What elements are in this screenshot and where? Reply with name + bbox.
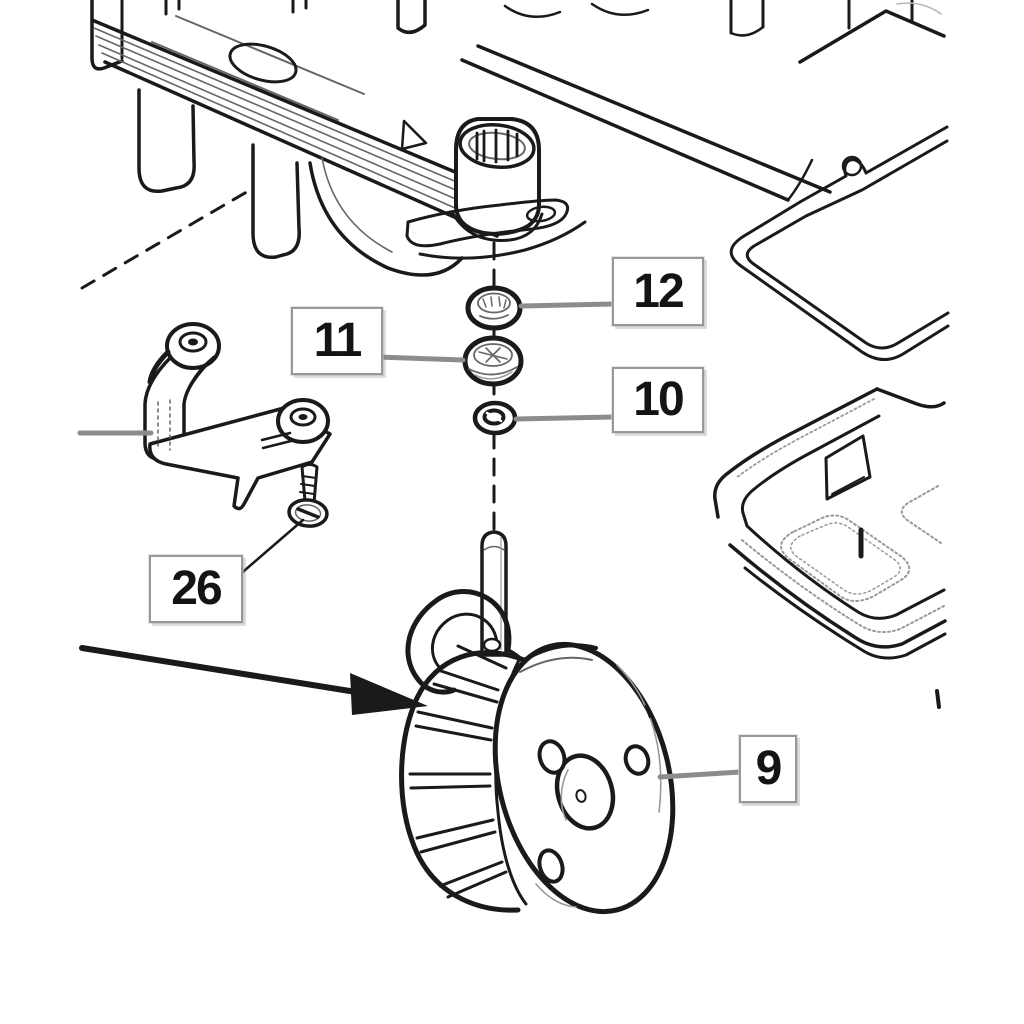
wheel-hole-right (623, 744, 651, 776)
spline-boss (450, 117, 544, 242)
gasket-tab-hole (841, 155, 863, 177)
cover-tab (824, 434, 872, 501)
leader-9 (657, 769, 743, 780)
washer-12 (465, 285, 523, 331)
chassis-oval-hole (228, 42, 298, 84)
leader-11 (374, 354, 466, 363)
arrow-head (350, 673, 428, 715)
wheel-hole-bottom (537, 848, 565, 884)
chassis-leg-right (251, 143, 301, 260)
callout-text: 26 (171, 562, 222, 615)
callout-label-10: 10 (612, 367, 704, 433)
diagonal-centerline (80, 188, 252, 290)
callout-text: 9 (755, 742, 783, 795)
insertion-arrow (79, 645, 428, 715)
wheel-hole-top (537, 739, 567, 775)
callout-text: 12 (633, 264, 684, 318)
mounting-bracket (143, 322, 332, 511)
caster-fork (405, 589, 526, 695)
assembly-centerlines (80, 188, 496, 532)
washer-11 (462, 335, 524, 387)
caster-wheel (399, 641, 676, 915)
callout-label-26: 26 (149, 555, 243, 623)
bracket-boss-right (276, 398, 330, 444)
chassis-fragment (90, 0, 946, 277)
caster-assembly (399, 530, 676, 915)
callout-label-9: 9 (739, 735, 797, 803)
chassis-leg-left (137, 88, 196, 194)
cover-panel (713, 387, 947, 709)
callout-label-11: 11 (291, 307, 383, 375)
washer-10 (472, 400, 518, 436)
cover-recess (780, 514, 911, 602)
callout-label-12: 12 (612, 257, 704, 326)
screw (287, 463, 329, 528)
callout-text: 11 (313, 314, 363, 367)
leader-12 (518, 301, 616, 309)
leader-lines (77, 301, 743, 780)
bracket-boss-left (165, 322, 221, 370)
gasket-frame (729, 125, 950, 361)
callout-text: 10 (633, 373, 684, 426)
caster-pin (480, 530, 508, 657)
leader-26 (235, 518, 305, 579)
leader-10 (513, 414, 616, 422)
